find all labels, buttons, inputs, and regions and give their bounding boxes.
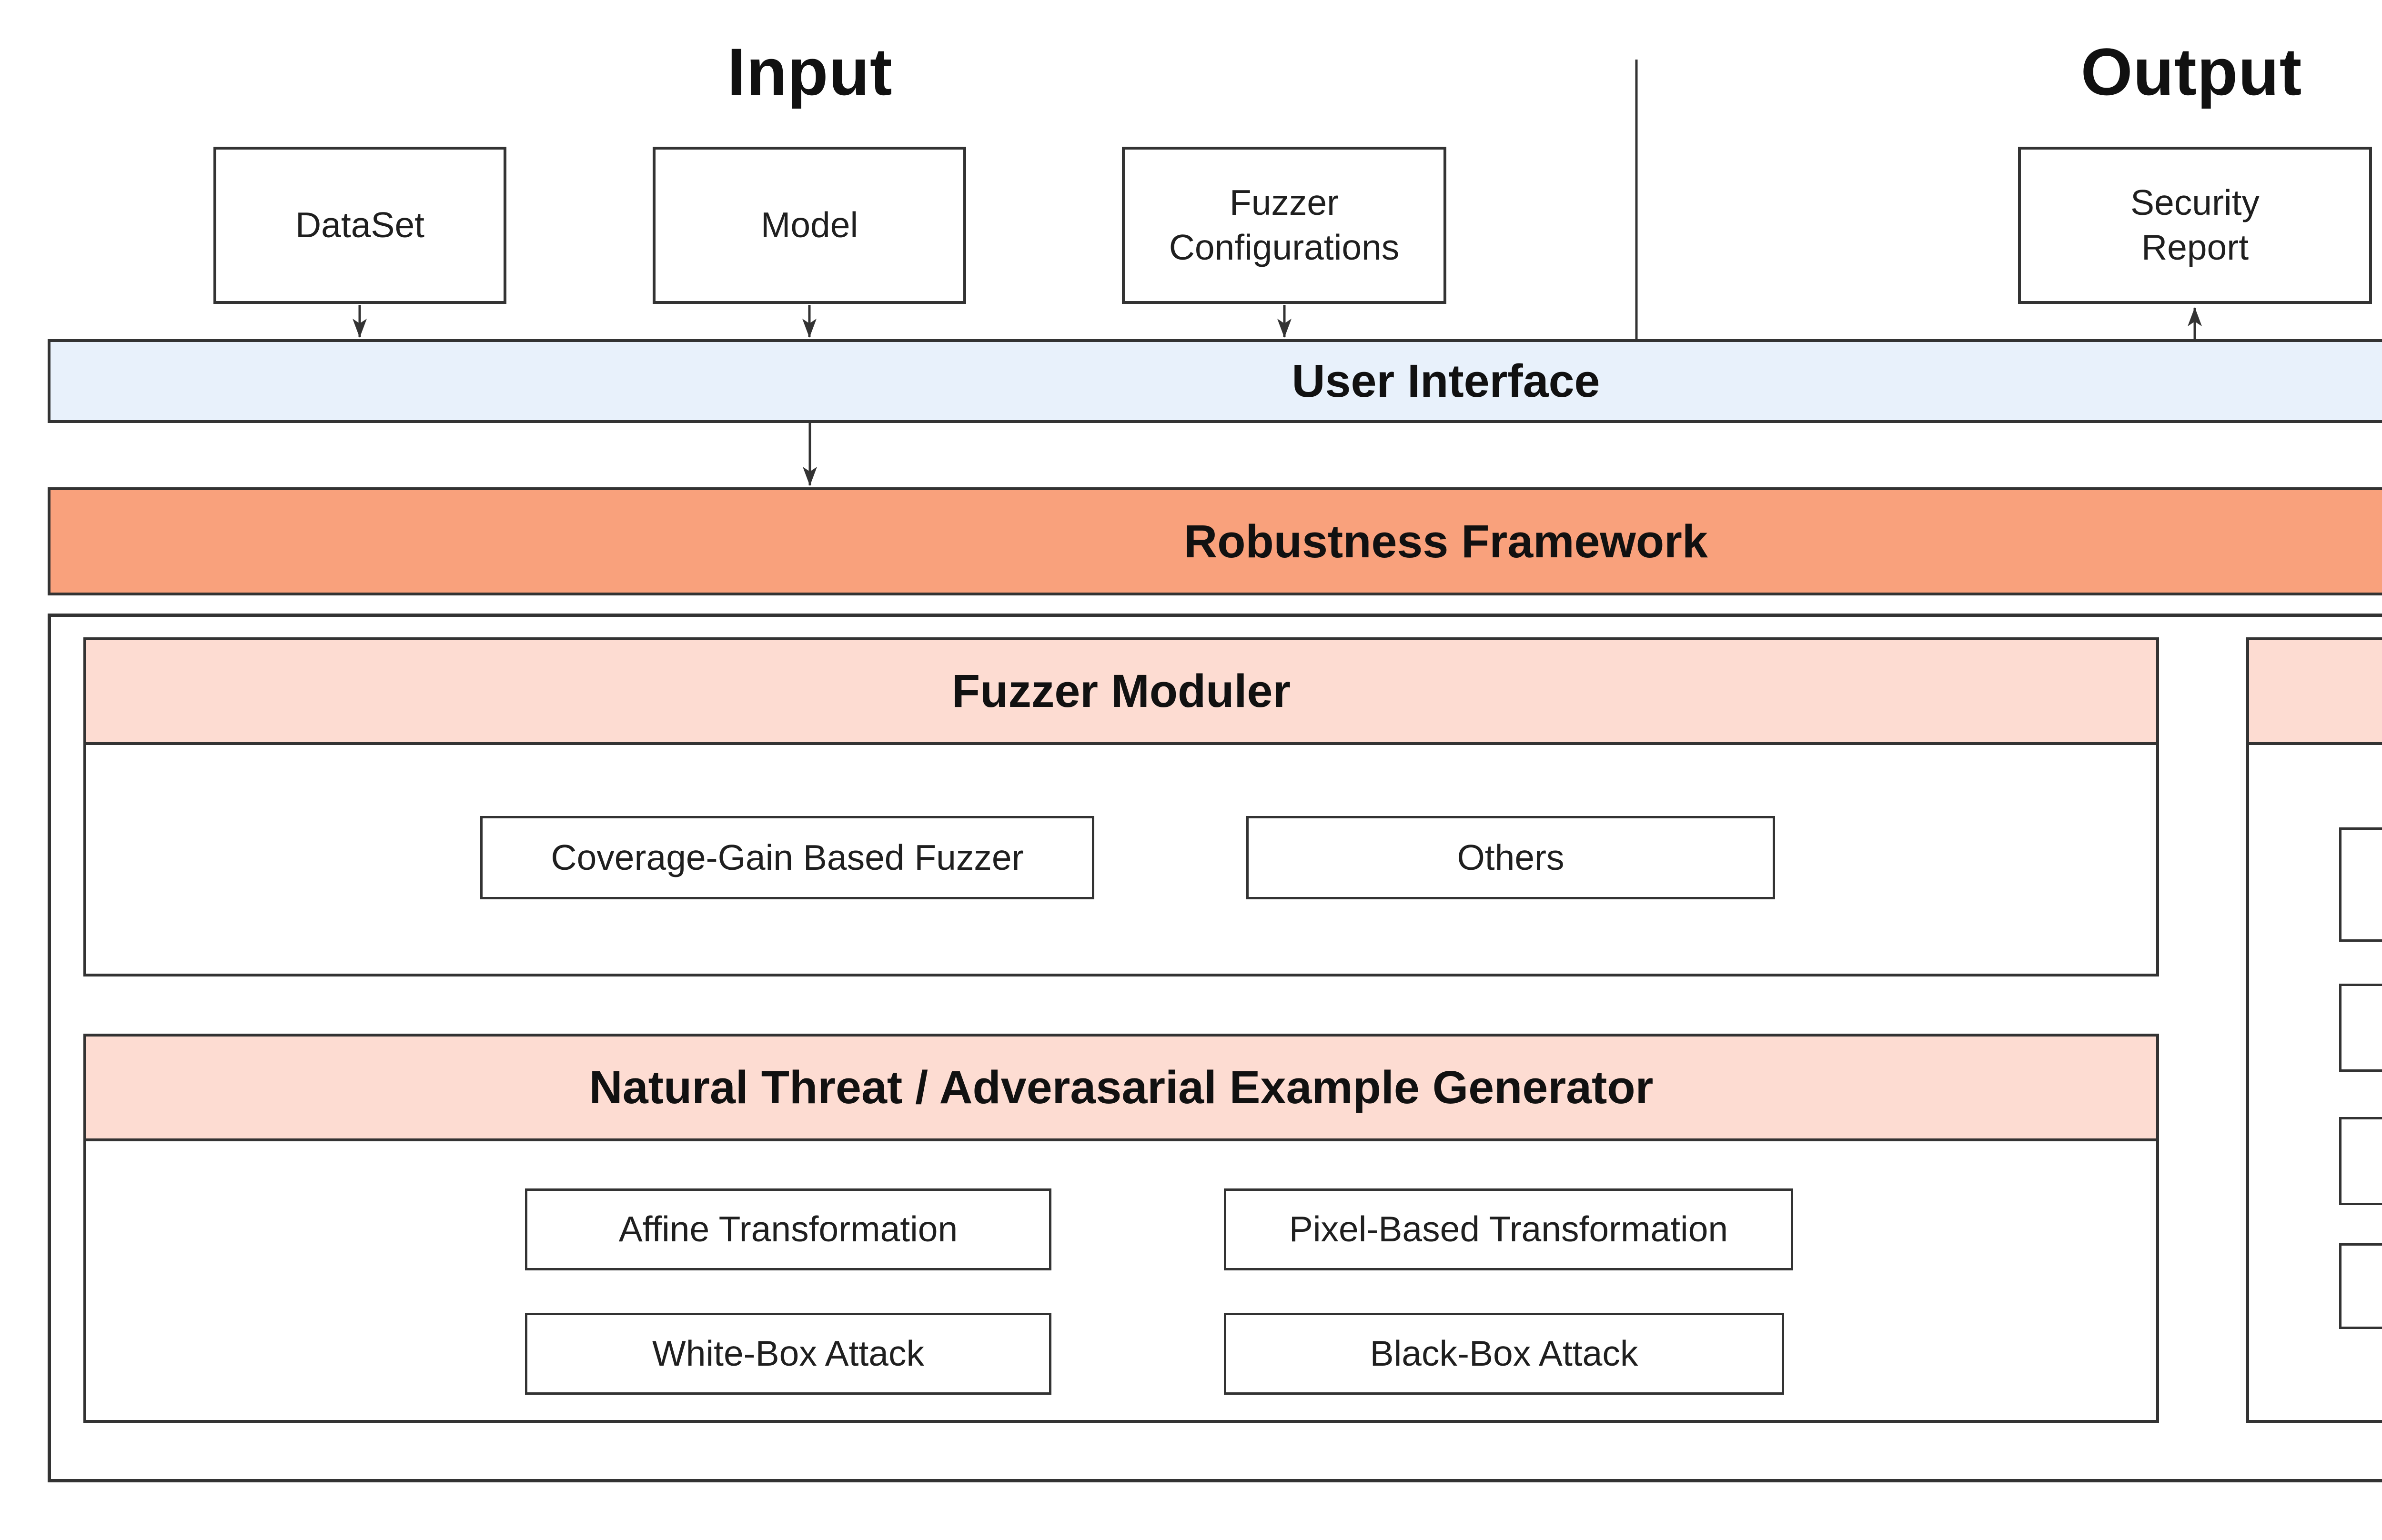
security-report-label: Security Report bbox=[2130, 182, 2260, 267]
coverage-utility-box: Coverage Utility bbox=[2339, 984, 2382, 1072]
generator-panel: Natural Threat / Adverasarial Example Ge… bbox=[83, 1034, 2159, 1423]
black-box-attack-box: Black-Box Attack bbox=[1224, 1313, 1784, 1395]
classification-utility-box: Classification Utility bbox=[2339, 827, 2382, 942]
dataset-label: DataSet bbox=[295, 205, 424, 245]
evaluation-others-box: Others bbox=[2339, 1243, 2382, 1329]
evaluation-panel: Evaluation Classification Utility Covera… bbox=[2246, 637, 2382, 1423]
fuzzer-others-label: Others bbox=[1457, 837, 1564, 877]
affine-transformation-box: Affine Transformation bbox=[525, 1188, 1051, 1270]
white-box-attack-box: White-Box Attack bbox=[525, 1313, 1051, 1395]
pixel-based-transformation-box: Pixel-Based Transformation bbox=[1224, 1188, 1793, 1270]
affine-transformation-label: Affine Transformation bbox=[618, 1209, 958, 1249]
pixel-based-transformation-label: Pixel-Based Transformation bbox=[1289, 1209, 1728, 1249]
fuzzer-moduler-header: Fuzzer Moduler bbox=[86, 640, 2156, 745]
model-label: Model bbox=[760, 205, 858, 245]
white-box-attack-label: White-Box Attack bbox=[652, 1333, 925, 1374]
coverage-gain-fuzzer-label: Coverage-Gain Based Fuzzer bbox=[551, 837, 1024, 877]
fuzzer-others-box: Others bbox=[1246, 816, 1775, 899]
generator-header: Natural Threat / Adverasarial Example Ge… bbox=[86, 1037, 2156, 1141]
fuzzer-configurations-box: Fuzzer Configurations bbox=[1122, 147, 1446, 304]
user-interface-label: User Interface bbox=[1292, 355, 1600, 407]
security-report-box: Security Report bbox=[2018, 147, 2372, 304]
generator-title: Natural Threat / Adverasarial Example Ge… bbox=[589, 1061, 1654, 1113]
coverage-gain-fuzzer-box: Coverage-Gain Based Fuzzer bbox=[480, 816, 1094, 899]
user-interface-bar: User Interface bbox=[48, 339, 2382, 423]
fuzzer-moduler-panel: Fuzzer Moduler Coverage-Gain Based Fuzze… bbox=[83, 637, 2159, 976]
black-box-attack-label: Black-Box Attack bbox=[1370, 1333, 1638, 1374]
robustness-framework-label: Robustness Framework bbox=[1184, 515, 1708, 567]
output-section-title: Output bbox=[2080, 34, 2302, 109]
dataset-box: DataSet bbox=[213, 147, 506, 304]
attack-utility-box: Attack Utility bbox=[2339, 1117, 2382, 1205]
model-box: Model bbox=[653, 147, 966, 304]
fuzzer-configurations-label: Fuzzer Configurations bbox=[1169, 182, 1400, 267]
input-section-title: Input bbox=[727, 34, 893, 109]
robustness-framework-bar: Robustness Framework bbox=[48, 487, 2382, 595]
evaluation-header: Evaluation bbox=[2249, 640, 2382, 745]
fuzzer-moduler-title: Fuzzer Moduler bbox=[951, 665, 1291, 717]
